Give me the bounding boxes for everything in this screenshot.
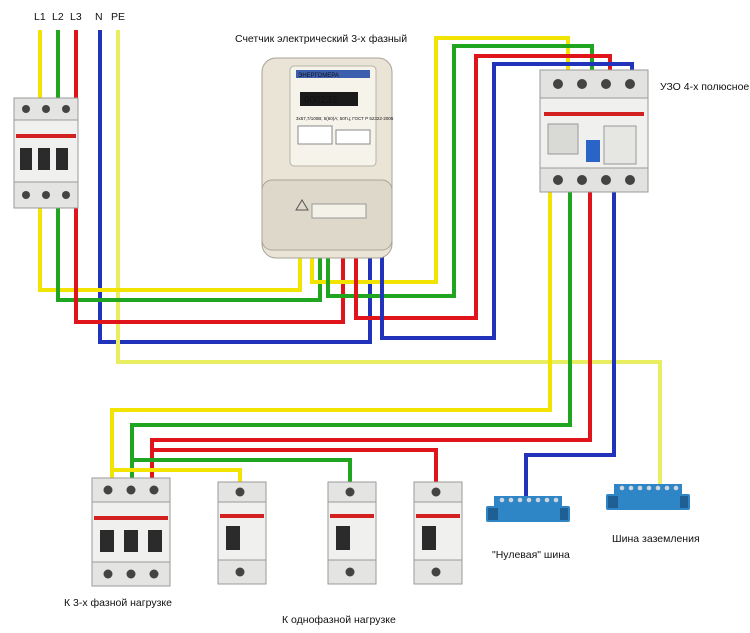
circuit-breaker-icon: [13, 97, 79, 209]
ground-bus-caption: Шина заземления: [612, 533, 700, 545]
circuit-breaker-icon: [217, 481, 267, 585]
wire-l2-to-meter: [56, 205, 322, 302]
label-l2: L2: [52, 11, 64, 23]
wire-n-meter-to-rcd: [380, 62, 634, 340]
label-l3: L3: [70, 11, 82, 23]
main-breaker: [13, 97, 79, 209]
energy-meter: ЭНЕРГОМЕРА 000232 3х57,7/100В; 5(60)А; 5…: [261, 57, 394, 259]
wire-l3-to-meter: [74, 205, 345, 324]
single-phase-breaker-3: [413, 481, 463, 585]
rcd-4-pole: [539, 69, 649, 193]
meter-spec: 3х57,7/100В; 5(60)А; 50Гц; ГОСТ Р 52322-…: [296, 116, 394, 121]
terminal-bus-icon: [486, 496, 570, 522]
wire-l3-branch: [152, 448, 438, 482]
wire-l1-rcd-out: [110, 190, 552, 478]
input-labels: L1 L2 L3 N PE: [34, 11, 125, 23]
wire-n-rcd-out: [524, 190, 616, 510]
circuit-breaker-icon: [413, 481, 463, 585]
meter-brand: ЭНЕРГОМЕРА: [298, 73, 339, 79]
meter-caption: Счетчик электрический 3-х фазный: [235, 33, 407, 45]
wire-l2-meter-to-rcd: [326, 44, 594, 298]
three-phase-caption: К 3-х фазной нагрузке: [64, 597, 172, 609]
ground-bus: [606, 484, 690, 510]
neutral-bus: [486, 496, 570, 522]
single-phase-breaker-2: [327, 481, 377, 585]
rcd-caption: УЗО 4-х полюсное: [660, 81, 749, 93]
terminal-bus-icon: [606, 484, 690, 510]
three-phase-breaker: [91, 477, 171, 587]
wire-l1-meter-to-rcd: [310, 36, 570, 284]
label-n: N: [95, 11, 103, 23]
wire-l3-meter-to-rcd: [354, 54, 612, 320]
circuit-breaker-icon: [91, 477, 171, 587]
wires: [38, 30, 662, 510]
wire-l2-rcd-out: [130, 190, 572, 478]
neutral-bus-caption: "Нулевая" шина: [492, 549, 570, 561]
wire-pe-main: [116, 30, 662, 500]
label-pe: PE: [111, 11, 125, 23]
label-l1: L1: [34, 11, 46, 23]
wire-l1-branch: [112, 468, 242, 482]
rcd-icon: [539, 69, 649, 193]
circuit-breaker-icon: [327, 481, 377, 585]
single-phase-breaker-1: [217, 481, 267, 585]
single-phase-caption: К однофазной нагрузке: [282, 614, 396, 626]
meter-reading: 000232: [304, 95, 338, 106]
wire-l2-branch: [132, 458, 352, 482]
energy-meter-icon: ЭНЕРГОМЕРА 000232 3х57,7/100В; 5(60)А; 5…: [261, 57, 394, 259]
wire-l1-to-meter: [38, 205, 302, 292]
